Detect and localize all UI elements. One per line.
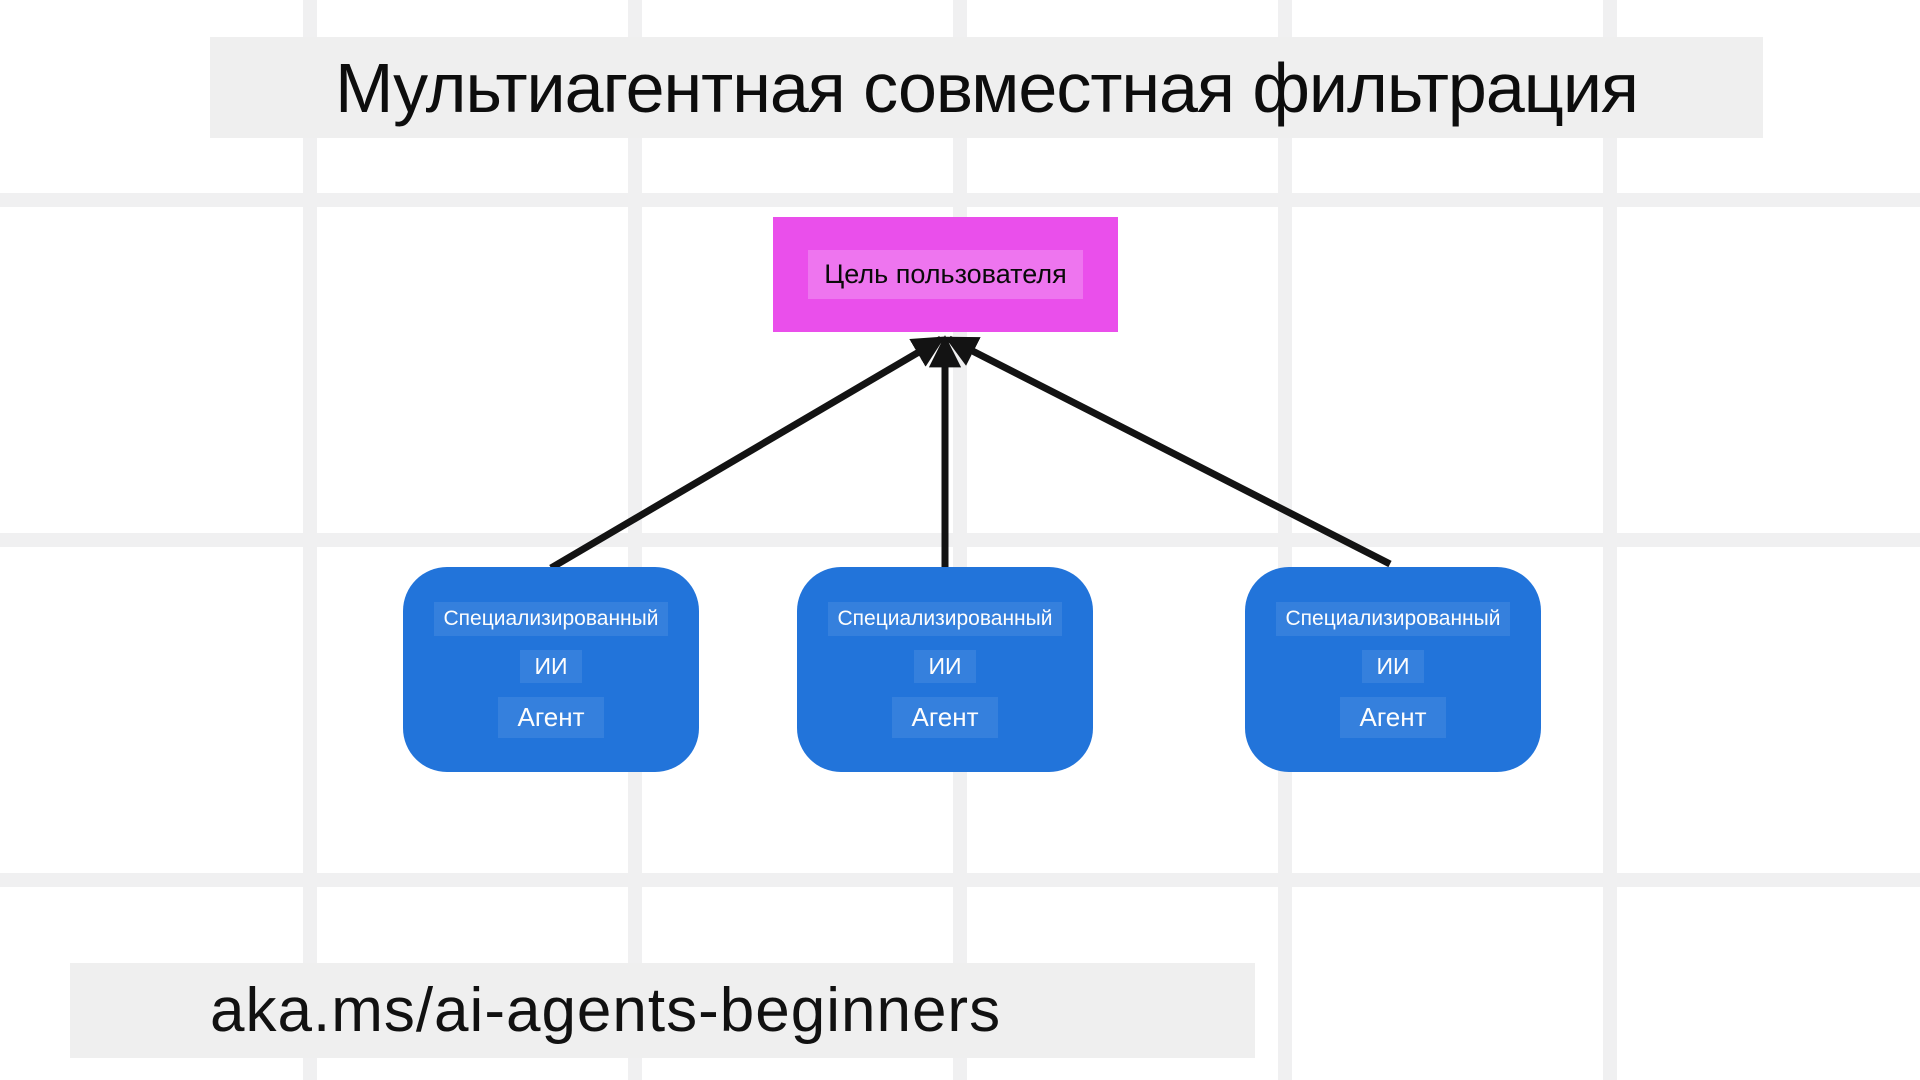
agent-node-3: Специализированный ИИ Агент	[1245, 567, 1541, 772]
page-title: Мультиагентная совместная фильтрация	[335, 48, 1639, 127]
arrow-right-agent-to-goal	[944, 335, 1392, 568]
agent-3-label-specialized: Специализированный	[1275, 601, 1511, 636]
agent-1-label-specialized: Специализированный	[433, 601, 669, 636]
footer-url-text: aka.ms/ai-agents-beginners	[210, 976, 1002, 1045]
agent-2-label-specialized: Специализированный	[827, 601, 1063, 636]
agent-2-label-agent: Агент	[891, 696, 999, 738]
agent-1-label-ai: ИИ	[520, 649, 582, 683]
user-goal-node: Цель пользователя	[773, 217, 1118, 332]
agent-node-1: Специализированный ИИ Агент	[403, 567, 699, 772]
agent-3-label-agent: Агент	[1339, 696, 1447, 738]
title-band: Мультиагентная совместная фильтрация	[210, 37, 1763, 138]
agent-3-label-ai: ИИ	[1362, 649, 1424, 683]
footer-band: aka.ms/ai-agents-beginners	[70, 963, 1255, 1058]
agent-node-2: Специализированный ИИ Агент	[797, 567, 1093, 772]
arrow-left-agent-to-goal	[549, 335, 946, 572]
agent-1-label-agent: Агент	[497, 696, 605, 738]
user-goal-label: Цель пользователя	[808, 250, 1083, 299]
agent-2-label-ai: ИИ	[914, 649, 976, 683]
